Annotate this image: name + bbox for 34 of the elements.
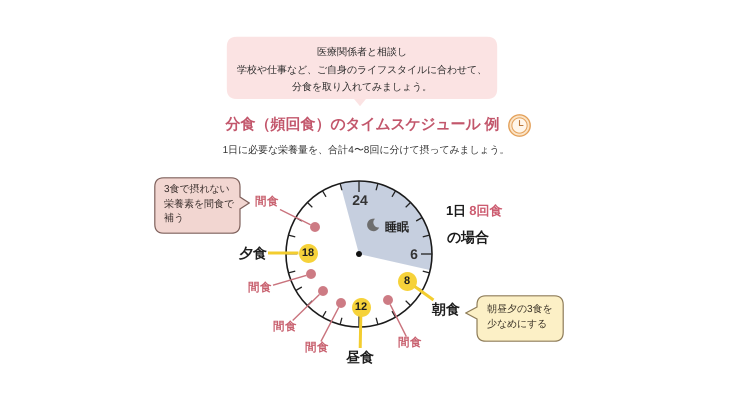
hour-number: 6 [409, 246, 419, 262]
snack-label: 間食 [397, 336, 423, 352]
speech-bubble [465, 295, 564, 342]
snack-label: 間食 [254, 196, 280, 210]
heading-text: の場合 [447, 228, 489, 246]
subtitle: 1日に必要な栄養量を、合計4〜8回に分けて摂ってみましょう。 [222, 144, 510, 158]
leader-line [272, 274, 306, 286]
callout-text: 学校や仕事など、ご自身のライフスタイルに合わせて、分食を取り入れてみましょう。 [236, 64, 488, 95]
snack-label: 間食 [272, 320, 298, 336]
snack-label: 間食 [247, 282, 273, 296]
leader-line [292, 294, 320, 321]
leader-line [320, 307, 340, 342]
meal-label: 昼食 [345, 348, 375, 366]
meal-label: 夕食 [238, 244, 268, 262]
speech-bubble [154, 177, 250, 234]
leader-line [414, 285, 434, 302]
leader-line [358, 316, 362, 348]
snack-label: 間食 [304, 342, 330, 356]
hour-marker: 8 [398, 272, 416, 290]
sleep-label: 睡眠 [384, 219, 410, 235]
heading-text: 8回食 [469, 202, 502, 220]
leader-line [390, 304, 407, 337]
hour-marker: 12 [352, 298, 370, 316]
title: 分食（頻回食）のタイムスケジュール 例 [225, 115, 500, 136]
hour-marker: 18 [298, 244, 318, 262]
callout-text: 医療関係者と相談し [316, 46, 408, 60]
leader-line [280, 208, 311, 226]
speech-bubble [226, 36, 498, 107]
leader-line [268, 252, 298, 254]
callout-text: 3食で摂れない栄養素を間食で補う [164, 183, 235, 226]
callout-text: 朝昼夕の3食を少なめにする [487, 302, 554, 332]
heading-text: 1日 [446, 202, 466, 220]
hour-number: 24 [351, 192, 369, 208]
meal-label: 朝食 [431, 300, 461, 318]
